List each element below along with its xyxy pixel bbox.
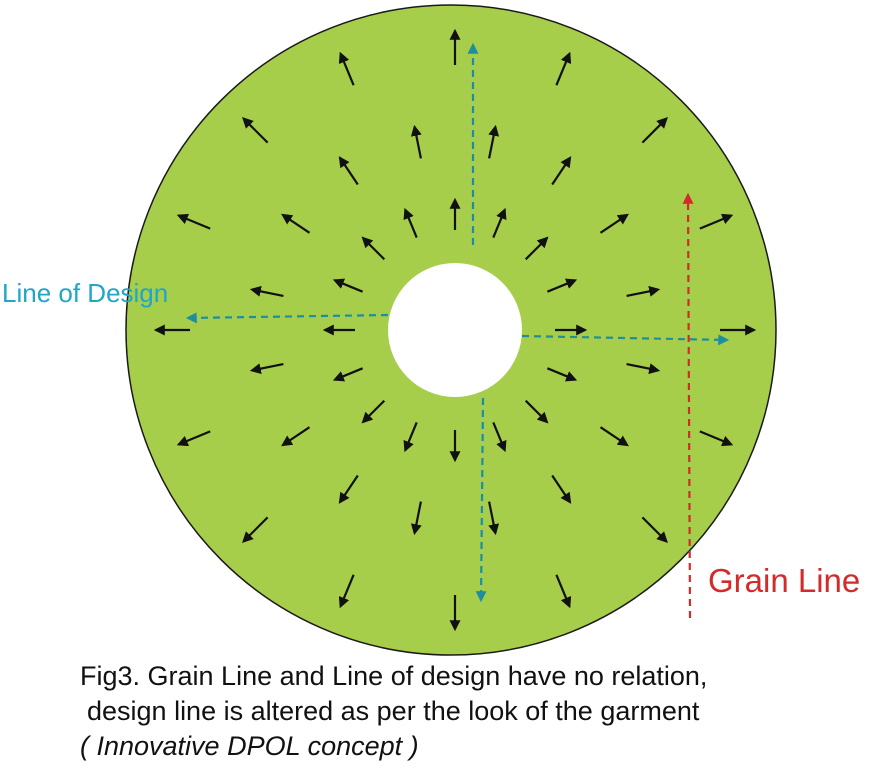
radial-arrow: [546, 278, 578, 293]
grain-line: [682, 192, 694, 619]
radial-arrow: [176, 430, 211, 447]
radial-arrow: [361, 236, 386, 261]
caption-line-1: Fig3. Grain Line and Line of design have…: [80, 661, 708, 691]
radial-arrow-group: [153, 28, 757, 632]
radial-arrow: [338, 574, 355, 609]
radial-arrow: [242, 117, 269, 144]
radial-arrow: [551, 474, 572, 504]
line-of-design-down: [475, 397, 487, 603]
radial-arrow: [281, 213, 311, 234]
radial-arrow: [555, 51, 572, 86]
radial-arrow: [361, 399, 386, 424]
radial-arrow: [641, 117, 668, 144]
radial-arrow: [403, 207, 418, 239]
line-of-design-right: [521, 334, 730, 346]
radial-arrow: [555, 574, 572, 609]
caption-line-3: ( Innovative DPOL concept ): [80, 731, 419, 761]
radial-arrow: [599, 213, 629, 234]
line-of-design-left: [185, 312, 389, 324]
radial-arrow: [332, 367, 364, 382]
radial-arrow: [338, 51, 355, 86]
radial-arrow: [176, 213, 211, 230]
radial-arrow: [242, 516, 269, 543]
center-hole: [388, 263, 522, 397]
radial-arrow: [626, 363, 661, 375]
radial-arrow: [492, 421, 507, 453]
radial-arrow: [338, 474, 359, 504]
radial-arrow: [641, 516, 668, 543]
radial-arrow: [488, 501, 500, 536]
radial-arrow: [410, 124, 422, 159]
radial-arrow: [332, 278, 364, 293]
radial-arrow: [338, 156, 359, 186]
radial-arrow: [249, 285, 284, 297]
radial-arrow: [699, 213, 734, 230]
radial-arrow: [281, 426, 311, 447]
dpol-diagram: [125, 4, 777, 656]
radial-arrow: [403, 421, 418, 453]
radial-arrow: [524, 399, 549, 424]
radial-arrow: [410, 501, 422, 536]
radial-arrow: [546, 367, 578, 382]
line-of-design-label: Line of Design: [2, 278, 169, 308]
radial-arrow: [492, 207, 507, 239]
caption-line-2: design line is altered as per the look o…: [87, 696, 700, 726]
radial-arrow: [551, 156, 572, 186]
radial-arrow: [249, 363, 284, 375]
radial-arrow: [626, 285, 661, 297]
radial-arrow: [524, 236, 549, 261]
radial-arrow: [488, 124, 500, 159]
radial-arrow: [699, 430, 734, 447]
radial-arrow: [599, 426, 629, 447]
grain-line-label: Grain Line: [708, 562, 861, 599]
